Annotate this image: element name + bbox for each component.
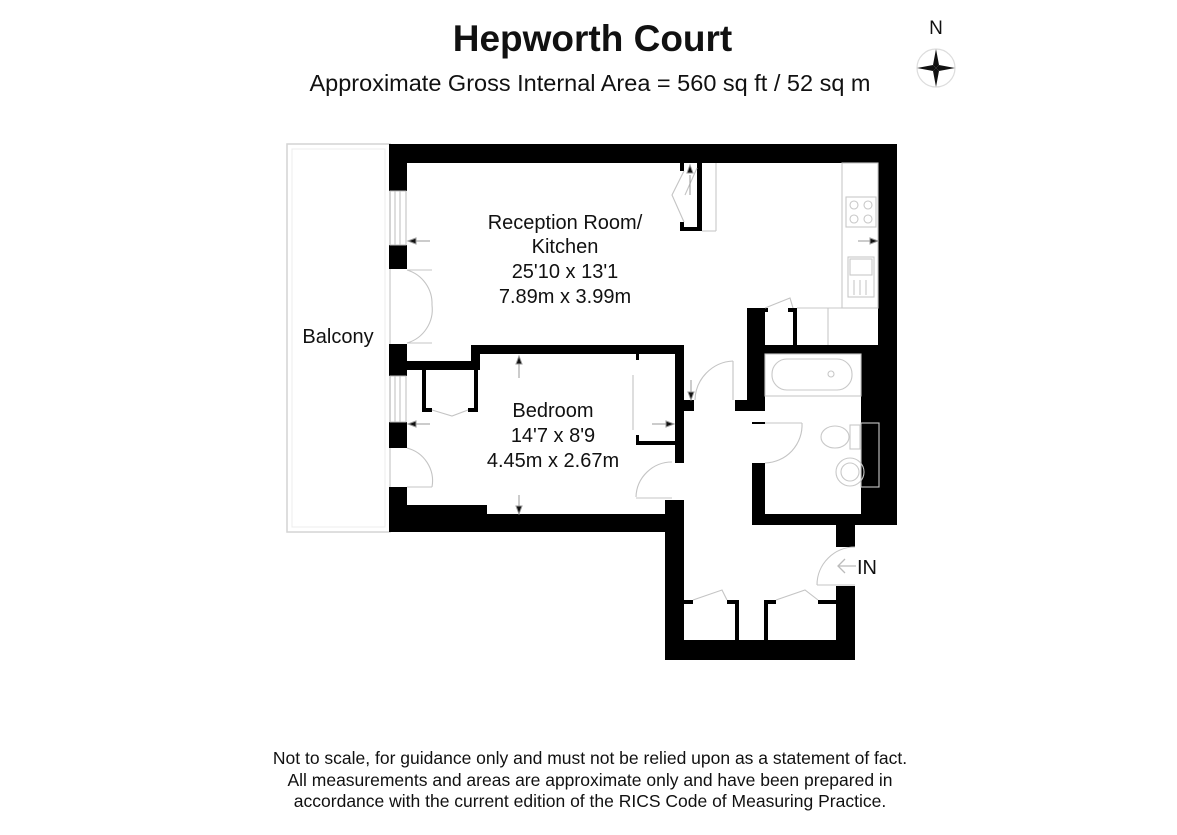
basin-icon (835, 457, 865, 487)
windows (389, 190, 407, 423)
disclaimer: Not to scale, for guidance only and must… (0, 748, 1177, 813)
toilet-icon (820, 424, 861, 450)
bathtub-icon (764, 353, 862, 397)
walls (389, 144, 897, 660)
property-title: Hepworth Court (452, 18, 733, 59)
bedroom-imperial: 14'7 x 8'9 (511, 425, 595, 447)
disclaimer-line-2: All measurements and areas are approxima… (287, 769, 893, 790)
hob-icon (845, 196, 877, 228)
entrance-label: IN (857, 557, 877, 579)
reception-imperial: 25'10 x 13'1 (512, 261, 619, 283)
room-label-reception: Reception Room/ Kitchen 25'10 x 13'1 7.8… (488, 212, 643, 308)
reception-name-2: Kitchen (532, 236, 599, 258)
north-compass: N (910, 18, 962, 93)
bedroom-metric: 4.45m x 2.67m (487, 450, 619, 472)
compass-rose-icon (916, 48, 956, 88)
entrance-marker: IN (837, 557, 877, 579)
kitchen-fittings (702, 162, 879, 345)
disclaimer-line-1: Not to scale, for guidance only and must… (272, 748, 908, 768)
gross-internal-area: Approximate Gross Internal Area = 560 sq… (309, 70, 871, 96)
balcony-label: Balcony (302, 326, 373, 348)
door-swings (406, 167, 856, 601)
reception-metric: 7.89m x 3.99m (499, 286, 631, 308)
arrow-left-icon (837, 558, 856, 574)
measurement-arrows (406, 163, 880, 516)
bathroom-fittings (764, 353, 880, 488)
sink-icon (847, 256, 875, 298)
room-label-bedroom: Bedroom 14'7 x 8'9 4.45m x 2.67m (487, 400, 619, 472)
disclaimer-line-3: accordance with the current edition of t… (293, 791, 887, 811)
north-label: N (929, 18, 943, 39)
bedroom-name: Bedroom (512, 400, 593, 422)
balcony (286, 143, 391, 533)
reception-name: Reception Room/ (488, 212, 643, 234)
